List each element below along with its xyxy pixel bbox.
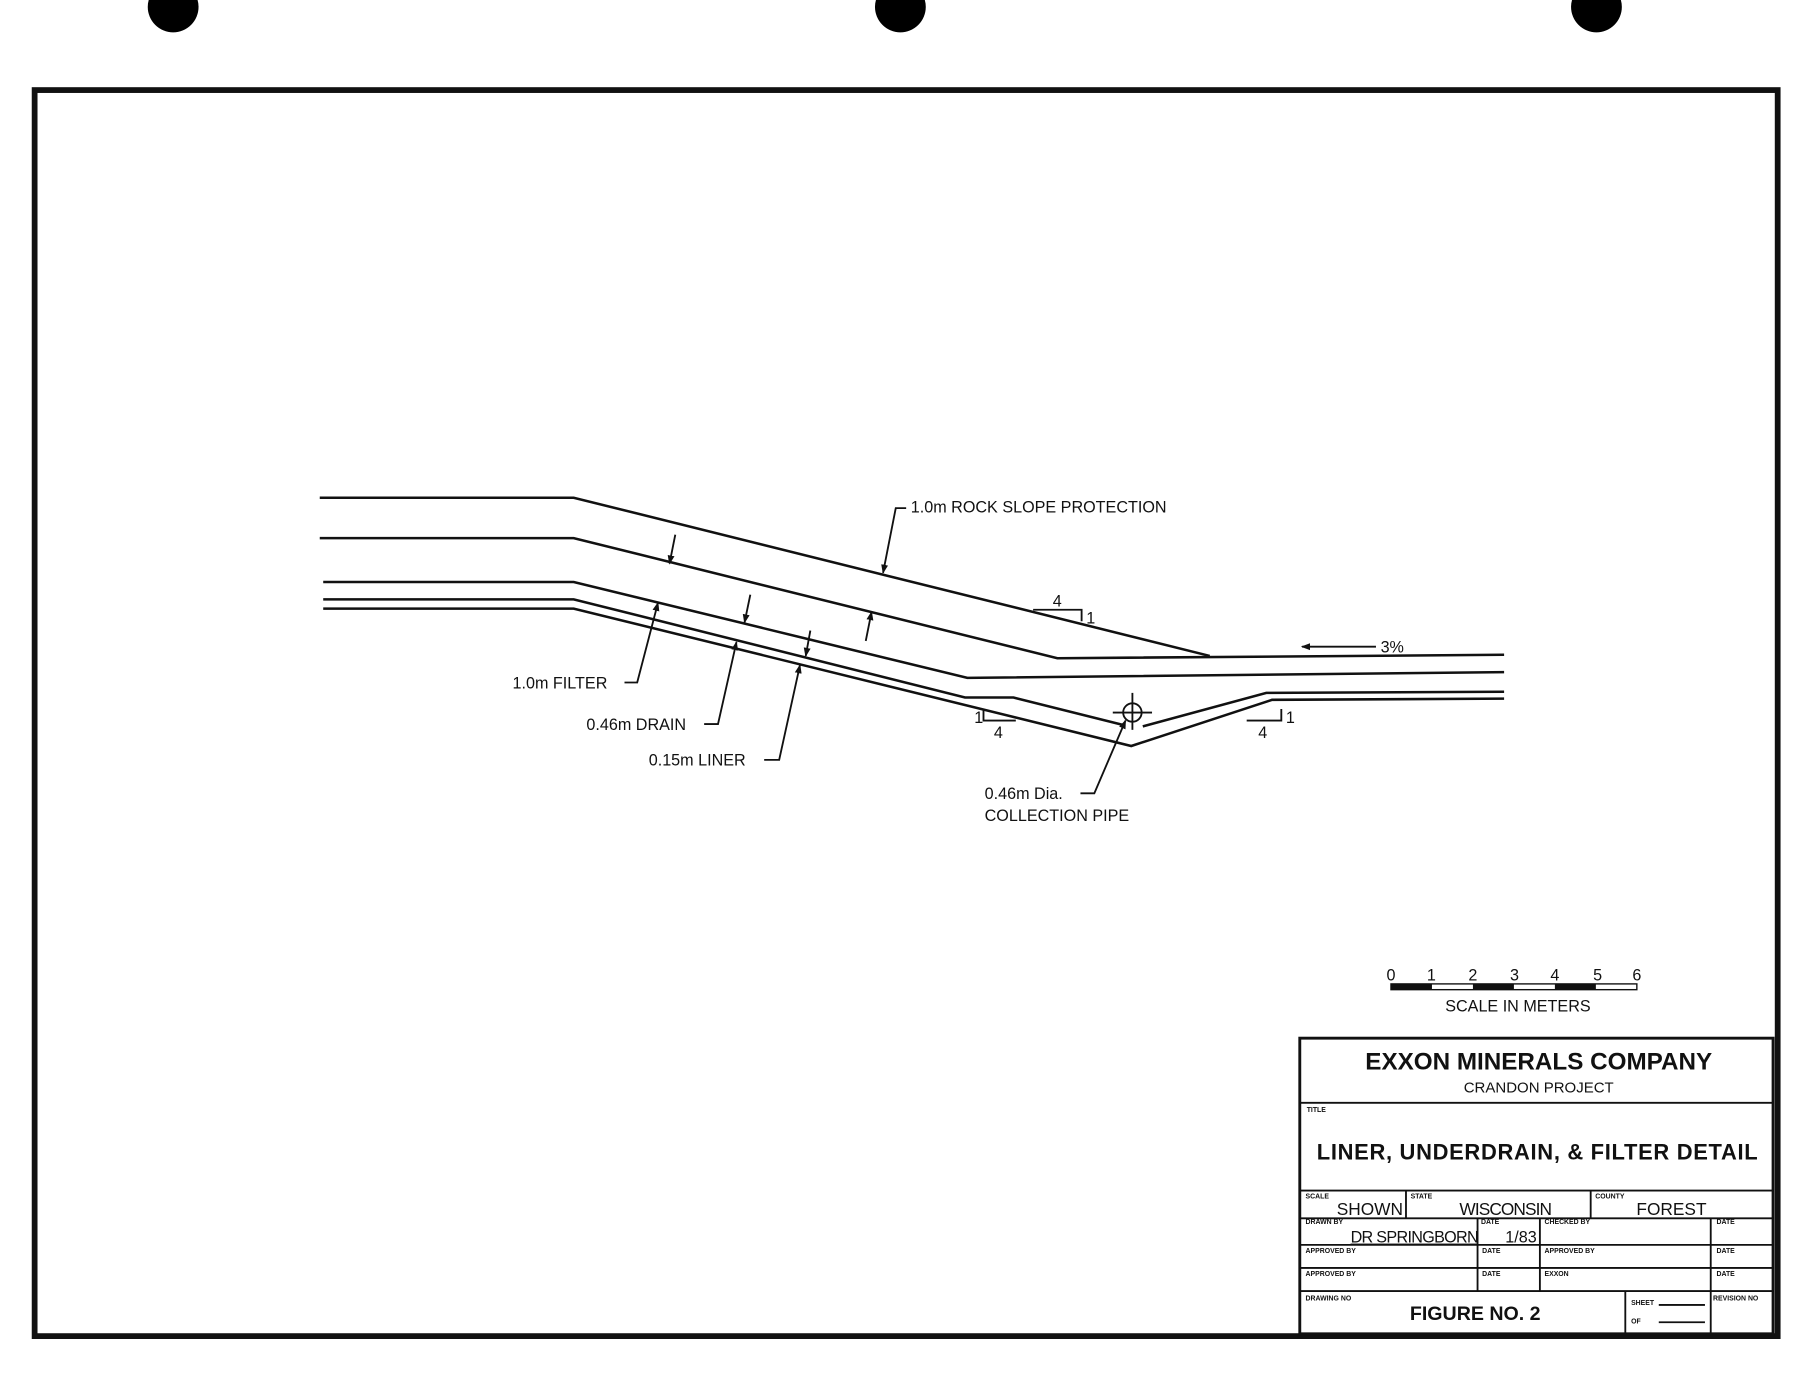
svg-text:DRAWN BY: DRAWN BY <box>1306 1219 1344 1226</box>
svg-text:OF: OF <box>1631 1318 1641 1325</box>
cross-section <box>319 496 1505 748</box>
svg-text:APPROVED BY: APPROVED BY <box>1306 1271 1357 1278</box>
hole-punch <box>147 0 199 33</box>
rock-bottom-line <box>319 536 1505 660</box>
title-block: EXXON MINERALS COMPANY CRANDON PROJECT T… <box>1298 1036 1775 1336</box>
svg-text:4: 4 <box>1550 966 1559 984</box>
svg-text:TITLE: TITLE <box>1307 1107 1327 1114</box>
svg-text:DATE: DATE <box>1482 1248 1501 1255</box>
svg-text:WISCONSIN: WISCONSIN <box>1459 1199 1551 1219</box>
svg-text:DRAWING NO: DRAWING NO <box>1306 1295 1352 1302</box>
slope-marker: 1 4 <box>1246 709 1295 742</box>
svg-text:3%: 3% <box>1381 638 1404 656</box>
svg-text:0: 0 <box>1386 966 1395 984</box>
svg-text:4: 4 <box>994 724 1003 742</box>
drawing-title: LINER, UNDERDRAIN, & FILTER DETAIL <box>1317 1139 1759 1164</box>
scale-bar: 0 1 2 3 4 5 6 SCALE IN METERS <box>1386 966 1641 1015</box>
figure-number: FIGURE NO. 2 <box>1410 1303 1541 1325</box>
slope-marker: 4 1 <box>1033 592 1095 628</box>
svg-text:FOREST: FOREST <box>1636 1199 1707 1219</box>
svg-text:APPROVED BY: APPROVED BY <box>1545 1248 1596 1255</box>
svg-text:0.46m Dia.: 0.46m Dia. <box>985 785 1063 803</box>
svg-text:APPROVED BY: APPROVED BY <box>1306 1248 1357 1255</box>
svg-text:STATE: STATE <box>1411 1194 1433 1201</box>
svg-text:1: 1 <box>1427 966 1436 984</box>
svg-text:1: 1 <box>1086 610 1095 628</box>
svg-text:DATE: DATE <box>1482 1271 1501 1278</box>
svg-text:DATE: DATE <box>1481 1219 1500 1226</box>
svg-text:3: 3 <box>1510 966 1519 984</box>
collection-pipe-icon <box>1112 692 1153 730</box>
slope-marker: 1 4 <box>974 709 1016 742</box>
svg-text:0.15m LINER: 0.15m LINER <box>649 752 746 770</box>
svg-text:4: 4 <box>1053 592 1062 610</box>
drain-bottom-line-right <box>1142 690 1505 728</box>
svg-text:SHOWN: SHOWN <box>1337 1199 1403 1219</box>
hole-punches <box>147 0 1622 33</box>
label-drain: 0.46m DRAIN <box>586 640 739 734</box>
liner-bottom-line <box>323 607 1505 748</box>
svg-text:SCALE: SCALE <box>1306 1194 1330 1201</box>
svg-text:1.0m ROCK SLOPE PROTECTION: 1.0m ROCK SLOPE PROTECTION <box>911 499 1167 517</box>
hole-punch <box>874 0 926 33</box>
label-collection-pipe: 0.46m Dia. COLLECTION PIPE <box>985 719 1130 825</box>
svg-text:5: 5 <box>1593 966 1602 984</box>
svg-text:6: 6 <box>1632 966 1641 984</box>
svg-text:DR SPRINGBORN: DR SPRINGBORN <box>1351 1229 1478 1247</box>
grade-arrow: 3% <box>1300 638 1404 656</box>
dimension-arrows <box>667 534 874 658</box>
svg-text:COLLECTION PIPE: COLLECTION PIPE <box>985 807 1130 825</box>
label-filter: 1.0m FILTER <box>513 601 660 692</box>
label-rock-slope-protection: 1.0m ROCK SLOPE PROTECTION <box>881 499 1167 574</box>
svg-text:0.46m DRAIN: 0.46m DRAIN <box>586 716 686 734</box>
svg-text:4: 4 <box>1258 724 1267 742</box>
svg-text:1/83: 1/83 <box>1505 1229 1536 1247</box>
svg-text:2: 2 <box>1468 966 1477 984</box>
company-name: EXXON MINERALS COMPANY <box>1365 1048 1712 1075</box>
drain-bottom-line-left <box>323 598 1125 727</box>
svg-text:CHECKED BY: CHECKED BY <box>1545 1219 1591 1226</box>
svg-text:DATE: DATE <box>1716 1219 1735 1226</box>
svg-text:1.0m FILTER: 1.0m FILTER <box>513 674 608 692</box>
filter-bottom-line <box>323 580 1505 680</box>
svg-text:DATE: DATE <box>1716 1248 1735 1255</box>
label-liner: 0.15m LINER <box>649 664 802 770</box>
svg-text:SCALE IN METERS: SCALE IN METERS <box>1445 998 1591 1016</box>
svg-text:1: 1 <box>1286 709 1295 727</box>
svg-text:SHEET: SHEET <box>1631 1300 1655 1307</box>
svg-text:COUNTY: COUNTY <box>1595 1194 1625 1201</box>
svg-text:EXXON: EXXON <box>1545 1271 1569 1278</box>
svg-text:REVISION NO: REVISION NO <box>1713 1295 1759 1302</box>
project-name: CRANDON PROJECT <box>1464 1079 1614 1096</box>
svg-text:DATE: DATE <box>1716 1271 1735 1278</box>
sheet-border <box>31 87 1781 1340</box>
svg-text:1: 1 <box>974 709 983 727</box>
hole-punch <box>1571 0 1622 33</box>
rock-top-line <box>319 496 1211 658</box>
